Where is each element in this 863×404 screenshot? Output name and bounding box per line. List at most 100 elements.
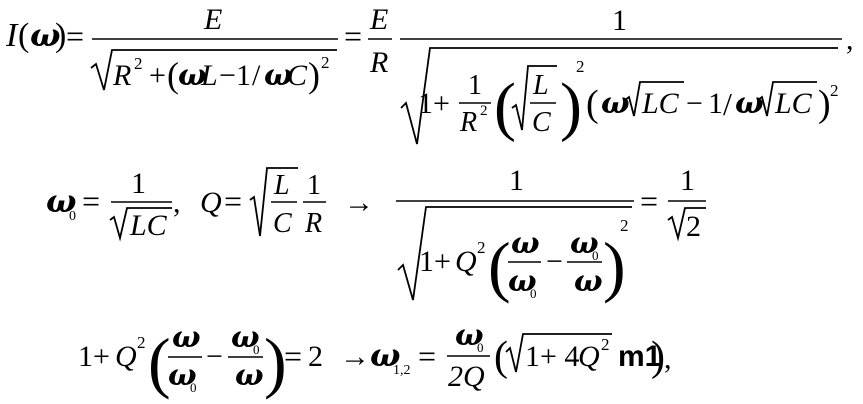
eq1-frac1-minus: −: [219, 59, 236, 92]
eq1-frac1-omega2: ω: [264, 58, 293, 93]
eq2-equals-1: =: [82, 183, 100, 219]
eq1-frac3-LC-1: LC: [641, 87, 680, 120]
eq1-frac1-slash: /: [252, 59, 261, 92]
eq1-frac3-slash: /: [723, 86, 732, 122]
eq1-frac3-one2: 1: [708, 87, 723, 120]
eq2-frac2-omega0-a: ω: [508, 264, 537, 299]
eq3-bigparen-close: ): [264, 324, 287, 400]
eq2-frac2-Q: Q: [455, 245, 477, 278]
equation-3: 1+ Q 2 ( ω ω 0 − ω 0 ω ) = 2 → ω 1,2 = ω…: [78, 318, 672, 400]
eq1-frac1-C: C: [287, 59, 308, 92]
eq3-minus: −: [206, 340, 223, 373]
eq1-frac3-L: L: [532, 70, 549, 101]
eq2-frac2-omega-a: ω: [511, 226, 540, 261]
eq2-frac2-minus: −: [546, 245, 563, 278]
eq3-one: 1+: [78, 340, 110, 373]
eq3-m1: m1: [618, 340, 661, 373]
eq1-frac3-sqrtLC-1: [624, 81, 684, 117]
eq3-omega0-a-sub: 0: [190, 380, 197, 395]
eq1-equals-1: =: [66, 18, 84, 54]
eq1-frac1-omega: ω: [178, 58, 207, 93]
eq1-frac3-C: C: [532, 107, 551, 138]
eq3-paren-open: (: [494, 334, 508, 380]
eq1-frac1-plus: +: [149, 59, 166, 92]
eq2-q-one: 1: [307, 170, 321, 201]
eq1-equals-2: =: [344, 18, 362, 54]
eq3-omega-b: ω: [235, 358, 264, 393]
eq1-frac2-numerator: E: [369, 3, 388, 36]
eq3-omega-a: ω: [172, 320, 201, 355]
eq2-equals-2: =: [224, 183, 242, 219]
eq1-lhs-omega: ω: [30, 16, 60, 54]
eq2-frac2-omega0-b: ω: [570, 226, 599, 261]
eq2-frac2-omega-b: ω: [574, 264, 603, 299]
eq1-frac3-inner-sqrt: [511, 65, 557, 131]
eq3-sqrt-Q-exp: 2: [601, 335, 610, 354]
eq1-frac3-inner-R-exp: 2: [480, 103, 488, 119]
eq3-bigparen-open: (: [148, 324, 171, 400]
eq1-frac3-bigparen-close: ): [560, 70, 582, 143]
eq1-frac3-LC-2: LC: [774, 87, 813, 120]
eq3-omega0-b-sub: 0: [253, 342, 260, 357]
eq2-frac2-num: 1: [509, 164, 524, 197]
eq3-sqrt: [505, 333, 612, 373]
eq1-frac3-paren2-open: (: [586, 83, 599, 125]
eq2-rhs-two: 2: [686, 210, 701, 243]
eq3-two: 2: [308, 340, 323, 373]
eq3-trailing-comma: ,: [664, 342, 672, 375]
eq3-omega0-b: ω: [231, 320, 260, 355]
eq2-frac2-Q-exp: 2: [477, 238, 486, 257]
eq2-frac2-omega0-b-sub: 0: [592, 248, 599, 263]
eq3-frac-num-omega0: ω: [455, 318, 484, 353]
eq2-frac2-one: 1+: [419, 245, 451, 278]
eq2-rhs-num: 1: [680, 164, 695, 197]
eq2-rhs-sqrt: [667, 207, 706, 242]
eq1-frac3-paren2-close: ): [818, 83, 831, 125]
eq1-frac3-omega: ω: [601, 86, 630, 121]
eq1-frac3-numerator: 1: [612, 4, 627, 37]
eq3-sqrt-Q: Q: [578, 340, 600, 373]
eq1-frac1-R-exp: 2: [134, 54, 143, 73]
eq2-frac2-exp: 2: [620, 216, 629, 235]
eq1-frac3-inner-num: 1: [468, 70, 482, 101]
eq2-comma: ,: [173, 186, 181, 219]
eq1-frac1-exp: 2: [321, 53, 330, 72]
eq1-frac3-exp2: 2: [830, 81, 839, 100]
eq3-Q: Q: [115, 340, 137, 373]
eq1-frac3-one: 1+: [418, 87, 450, 120]
eq1-frac3-omega2: ω: [735, 86, 764, 121]
eq1-frac3-exp1: 2: [576, 57, 585, 76]
eq1-frac1-one: 1: [236, 59, 251, 92]
eq3-omega0-a: ω: [168, 358, 197, 393]
eq2-q-R: R: [304, 208, 322, 239]
eq1-frac1-numerator: E: [203, 3, 222, 36]
eq2-q-sqrt: [249, 167, 298, 237]
eq1-trailing-comma: ,: [846, 23, 854, 56]
eq3-equals-2: =: [418, 338, 436, 374]
eq1-frac3-sqrtLC-2: [757, 81, 817, 117]
eq1-lhs-I: I: [5, 17, 19, 54]
eq1-frac1-paren-open: (: [167, 55, 179, 95]
eq1-frac1-paren-close: ): [308, 55, 320, 95]
eq2-omega-sub: 0: [69, 209, 76, 224]
eq2-frac2-omega0-a-sub: 0: [530, 286, 537, 301]
eq1-lhs-paren-open: (: [18, 17, 29, 54]
eq3-Q-exp: 2: [137, 333, 146, 352]
eq2-frac1-sqrt: [109, 207, 172, 242]
eq1-frac1-R: R: [112, 59, 131, 92]
eq3-omega12: ω: [370, 336, 400, 374]
eq3-frac-num-omega0-sub: 0: [477, 340, 484, 355]
eq2-omega: ω: [46, 182, 76, 220]
equation-2: ω 0 = 1 LC , Q = L C 1 R → 1 1+ Q 2 ( ω …: [46, 164, 706, 304]
eq1-frac1-sqrt: [90, 49, 337, 91]
eq1-frac3-minus: −: [686, 87, 703, 120]
eq1-frac3-bigparen-open: (: [494, 70, 516, 143]
eq2-arrow: →: [344, 186, 374, 219]
eq2-frac1-num: 1: [131, 167, 146, 200]
eq3-frac-den: 2Q: [448, 360, 485, 393]
eq3-omega12-sub: 1,2: [393, 363, 411, 378]
eq1-frac2-denominator: R: [369, 46, 388, 79]
eq2-frac1-LC: LC: [129, 209, 168, 242]
eq3-paren-close: ): [651, 334, 665, 380]
